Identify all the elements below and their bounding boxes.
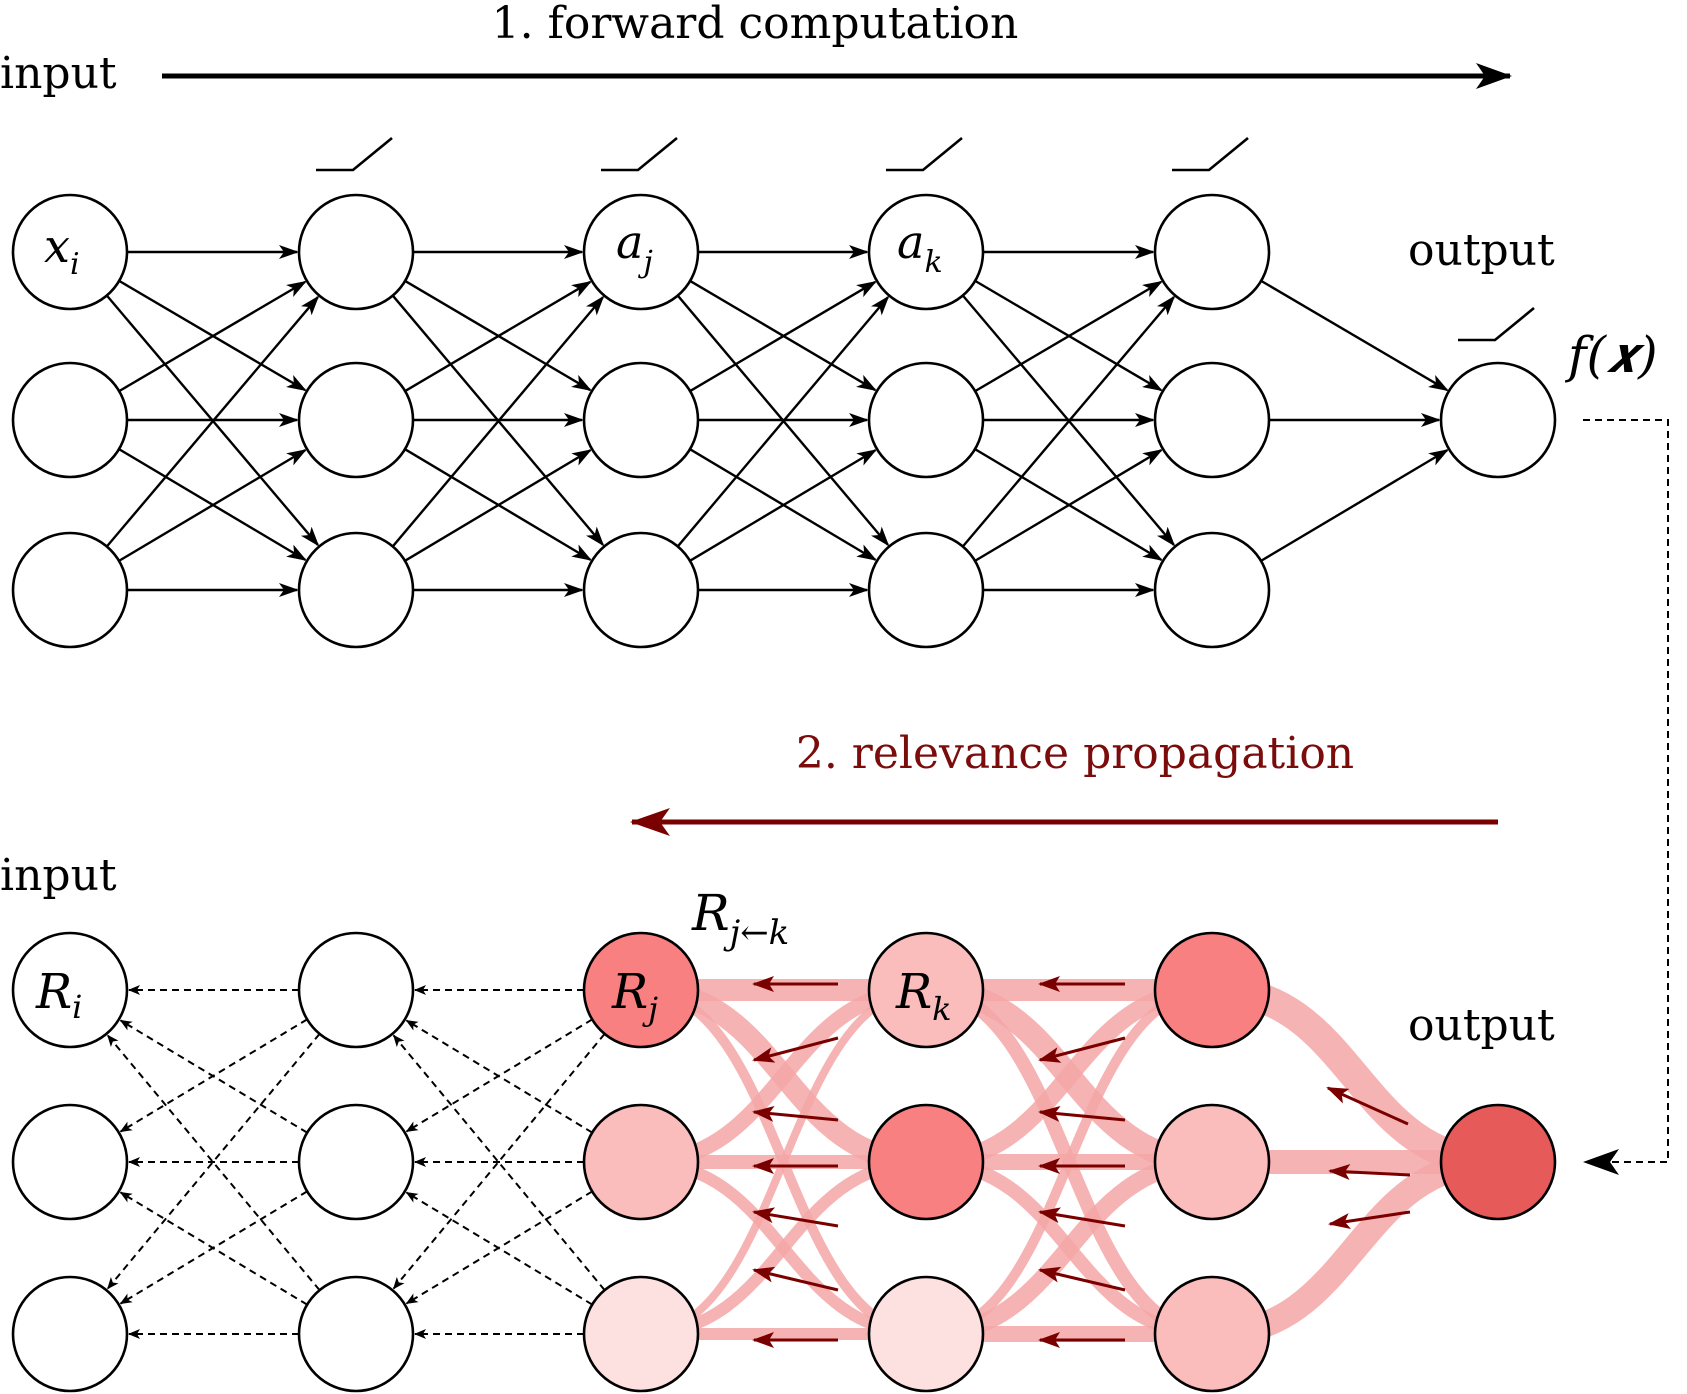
relevance-arrow-small <box>1328 1164 1411 1180</box>
relu-icon <box>601 136 678 172</box>
relevance-node <box>867 1275 985 1393</box>
forward-edge <box>404 280 592 393</box>
relevance-node <box>297 931 415 1049</box>
rjk-label: Rj←k <box>691 884 789 953</box>
relu-icons <box>316 136 1535 342</box>
forward-node <box>867 361 985 479</box>
relevance-arrow-small <box>752 1266 839 1292</box>
forward-node <box>11 193 129 311</box>
forward-node <box>582 193 700 311</box>
dashed-edge <box>405 1191 593 1306</box>
forward-output-node <box>1439 361 1557 479</box>
forward-edges <box>105 245 1450 597</box>
top-input-label: input <box>0 48 117 99</box>
dashed-edges <box>106 985 606 1339</box>
forward-edge <box>391 295 605 548</box>
forward-edge <box>676 295 890 548</box>
forward-node <box>1153 193 1271 311</box>
relevance-nodes <box>11 931 1557 1393</box>
forward-node <box>867 531 985 649</box>
relu-icon <box>886 136 963 172</box>
forward-node <box>867 193 985 311</box>
fx-label: f(𝒙) <box>1564 326 1658 384</box>
forward-node <box>582 361 700 479</box>
forward-nodes <box>11 193 1557 649</box>
node-label-rj: Rj <box>611 964 658 1028</box>
forward-node <box>1153 531 1271 649</box>
relevance-arrow-small <box>1038 1266 1126 1292</box>
relevance-arrow-small <box>1326 1086 1409 1126</box>
forward-node <box>582 531 700 649</box>
relevance-arrow-small <box>1038 1105 1126 1122</box>
node-label-ri: Ri <box>35 964 82 1026</box>
forward-edge <box>1260 449 1450 562</box>
relevance-output-node <box>1439 1103 1557 1221</box>
relevance-node <box>11 1103 129 1221</box>
dashed-edge <box>405 1019 593 1134</box>
forward-edge <box>689 280 877 393</box>
top-output-label: output <box>1408 225 1555 276</box>
forward-edge <box>404 449 593 562</box>
dashed-edge <box>119 1019 308 1134</box>
relevance-arrow-small <box>1328 1210 1411 1229</box>
forward-node <box>11 361 129 479</box>
relevance-node <box>867 1103 985 1221</box>
relevance-node <box>582 1275 700 1393</box>
relevance-node <box>297 1103 415 1221</box>
relevance-node <box>11 931 129 1049</box>
forward-edge <box>961 295 1176 548</box>
forward-edge <box>105 295 320 548</box>
relu-icon <box>316 136 393 172</box>
forward-edge <box>974 449 1164 562</box>
relevance-arrows <box>752 976 1411 1348</box>
forward-node <box>1153 361 1271 479</box>
relevance-node <box>1153 1103 1271 1221</box>
relevance-arrow-small <box>752 1036 839 1063</box>
relevance-arrow-small <box>1038 1036 1126 1063</box>
bottom-output-label: output <box>1408 1000 1555 1051</box>
forward-node <box>297 361 415 479</box>
relevance-node <box>11 1275 129 1393</box>
bottom-input-label: input <box>0 850 117 901</box>
relevance-node <box>297 1275 415 1393</box>
node-label-ak: ak <box>897 215 943 280</box>
relevance-arrow-small <box>752 1207 839 1228</box>
forward-node <box>297 193 415 311</box>
forward-edge <box>974 280 1163 393</box>
node-label-rk: Rk <box>895 964 952 1028</box>
forward-edge <box>689 449 878 562</box>
forward-node <box>11 531 129 649</box>
dashed-edge <box>106 1033 321 1290</box>
relevance-node <box>1153 1275 1271 1393</box>
forward-node <box>297 531 415 649</box>
relevance-title: 2. relevance propagation <box>796 728 1354 779</box>
forward-edge <box>118 449 308 562</box>
feedback-connector <box>1583 419 1669 1175</box>
forward-edge <box>118 280 307 393</box>
dashed-edge <box>119 1191 308 1306</box>
forward-edge <box>1260 279 1449 392</box>
relevance-arrow-small <box>1038 1207 1126 1228</box>
relevance-node <box>582 931 700 1049</box>
node-label-xi: xi <box>44 219 80 282</box>
relevance-node <box>582 1103 700 1221</box>
relevance-arrow-small <box>752 1105 839 1122</box>
forward-title: 1. forward computation <box>492 0 1019 49</box>
relevance-bands <box>630 975 1513 1347</box>
relevance-node <box>1153 931 1271 1049</box>
relu-icon <box>1458 306 1535 342</box>
relu-icon <box>1172 136 1249 172</box>
dashed-edge <box>106 1034 321 1291</box>
relevance-node <box>867 931 985 1049</box>
